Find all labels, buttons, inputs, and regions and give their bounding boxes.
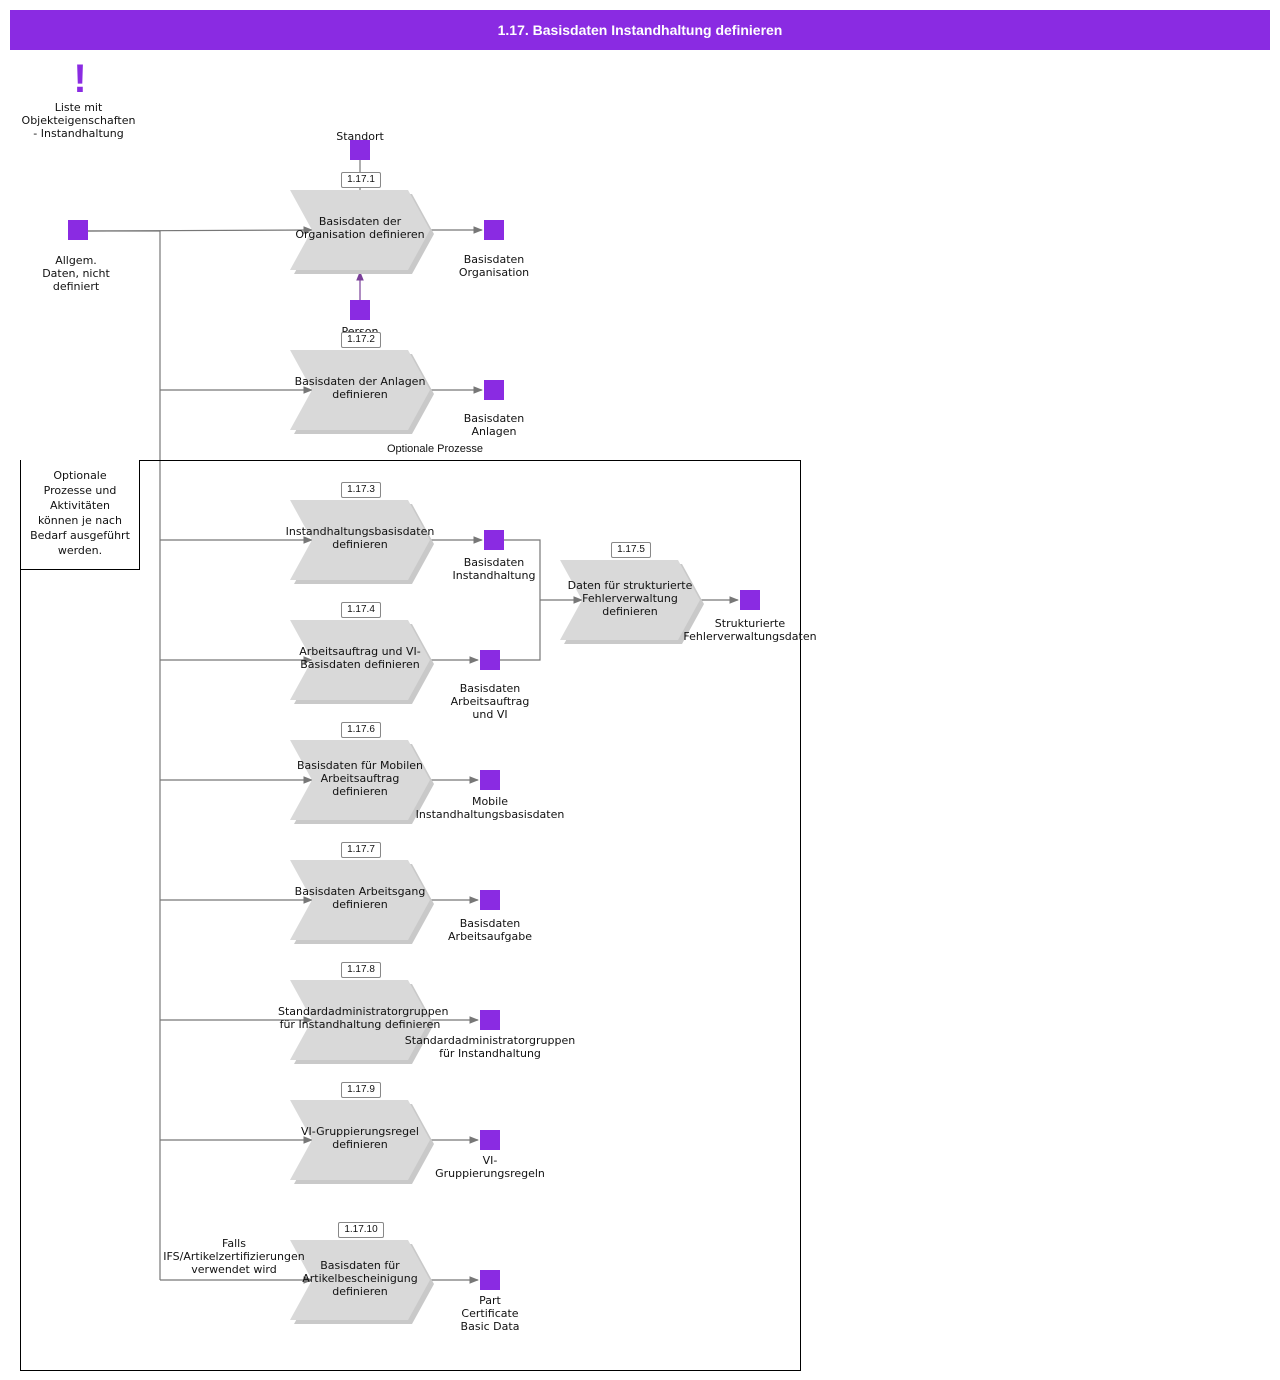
process-1-17-5-id: 1.17.5 bbox=[611, 542, 651, 558]
process-1-17-9-label: VI-Gruppierungsregel definieren bbox=[301, 1125, 419, 1151]
process-1-17-1-shape bbox=[290, 190, 430, 270]
process-1-17-6-shape bbox=[290, 740, 430, 820]
exclamation-icon: ! bbox=[73, 57, 87, 101]
input-person-node bbox=[350, 300, 370, 320]
input-standort-node bbox=[350, 140, 370, 160]
process-1-17-7-output-node bbox=[480, 890, 500, 910]
start-label: Allgem. Daten, nicht definiert bbox=[42, 254, 110, 293]
process-1-17-10-id: 1.17.10 bbox=[338, 1222, 384, 1238]
trunk-line bbox=[88, 230, 161, 1280]
process-1-17-10-output-node bbox=[480, 1270, 500, 1290]
process-1-17-6-output-node bbox=[480, 770, 500, 790]
process-1-17-4-shape bbox=[290, 620, 430, 700]
process-1-17-8-label: Standardadministratorgruppen für Instand… bbox=[278, 1005, 449, 1031]
process-1-17-8-shape bbox=[290, 980, 430, 1060]
process-1-17-4-output-node bbox=[480, 650, 500, 670]
process-1-17-3-output-label: Basisdaten Instandhaltung bbox=[452, 556, 536, 582]
process-1-17-2-output-label: Basisdaten Anlagen bbox=[463, 412, 525, 438]
process-1-17-2-id: 1.17.2 bbox=[341, 332, 381, 348]
optional-note: Optionale Prozesse und Aktivitäten könne… bbox=[20, 460, 140, 570]
process-1-17-1-id: 1.17.1 bbox=[341, 172, 381, 188]
process-1-17-7-shape bbox=[290, 860, 430, 940]
input-label-standort: Standort bbox=[336, 130, 384, 143]
process-1-17-8-output-label: Standardadministratorgruppen für Instand… bbox=[404, 1034, 576, 1060]
process-1-17-1-output-label: Basisdaten Organisation bbox=[458, 253, 530, 279]
process-1-17-9-shape bbox=[290, 1100, 430, 1180]
start-node bbox=[68, 220, 88, 240]
process-1-17-3-id: 1.17.3 bbox=[341, 482, 381, 498]
optional-group-title: Optionale Prozesse bbox=[387, 443, 483, 455]
optional-group-frame bbox=[20, 460, 801, 1371]
process-1-17-6-label: Basisdaten für Mobilen Arbeitsauftrag de… bbox=[297, 758, 423, 798]
process-1-17-1-label: Basisdaten der Organisation definieren bbox=[295, 215, 425, 241]
process-1-17-5-output-label: Strukturierte Fehlerverwaltungsdaten bbox=[683, 617, 817, 643]
process-1-17-6-output-label: Mobile Instandhaltungsbasisdaten bbox=[415, 795, 565, 821]
process-1-17-7-id: 1.17.7 bbox=[341, 842, 381, 858]
process-1-17-7-label: Basisdaten Arbeitsgang definieren bbox=[294, 885, 426, 911]
process-1-17-4-label: Arbeitsauftrag und VI- Basisdaten defini… bbox=[299, 645, 421, 671]
process-1-17-5-output-node bbox=[740, 590, 760, 610]
process-1-17-4-id: 1.17.4 bbox=[341, 602, 381, 618]
process-1-17-9-output-node bbox=[480, 1130, 500, 1150]
process-1-17-9-id: 1.17.9 bbox=[341, 1082, 381, 1098]
warning-label: Liste mit Objekteigenschaften - Instandh… bbox=[21, 101, 136, 140]
process-1-17-8-id: 1.17.8 bbox=[341, 962, 381, 978]
process-1-17-7-output-label: Basisdaten Arbeitsaufgabe bbox=[448, 917, 532, 943]
page-title: 1.17. Basisdaten Instandhaltung definier… bbox=[10, 10, 1270, 50]
process-1-17-9-output-label: VI- Gruppierungsregeln bbox=[435, 1154, 545, 1180]
process-1-17-6-id: 1.17.6 bbox=[341, 722, 381, 738]
process-1-17-3-output-node bbox=[484, 530, 504, 550]
process-1-17-10-shape bbox=[290, 1240, 430, 1320]
process-1-17-3-label: Instandhaltungsbasisdaten definieren bbox=[285, 525, 435, 551]
process-1-17-5-label: Daten für strukturierte Fehlerverwaltung… bbox=[567, 578, 693, 618]
process-1-17-1-output-node bbox=[484, 220, 504, 240]
process-1-17-10-output-label: Part Certificate Basic Data bbox=[460, 1294, 520, 1333]
process-1-17-5-shape bbox=[560, 560, 700, 640]
process-1-17-8-output-node bbox=[480, 1010, 500, 1030]
process-1-17-1-input-arrow bbox=[87, 226, 313, 234]
process-1-17-10-label: Basisdaten für Artikelbescheinigung defi… bbox=[302, 1258, 418, 1298]
process-1-17-2-output-node bbox=[484, 380, 504, 400]
process-1-17-2-label: Basisdaten der Anlagen definieren bbox=[294, 375, 426, 401]
condition-label: Falls IFS/Artikelzertifizierungen verwen… bbox=[163, 1237, 305, 1276]
process-1-17-2-shape bbox=[290, 350, 430, 430]
process-1-17-3-shape bbox=[290, 500, 430, 580]
process-1-17-4-output-label: Basisdaten Arbeitsauftrag und VI bbox=[450, 682, 530, 721]
